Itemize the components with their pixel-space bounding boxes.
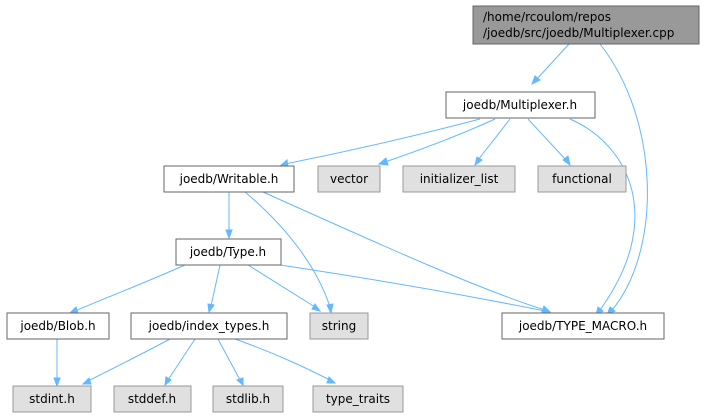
node-multiplexer-h[interactable]: joedb/Multiplexer.h [445, 91, 596, 119]
edge-arrowhead [225, 229, 233, 240]
edge-arrowhead [326, 376, 337, 384]
node-type-h[interactable]: joedb/Type.h [175, 238, 282, 266]
node-stdint-h[interactable]: stdint.h [12, 385, 92, 413]
edge-type-to-type-macro [279, 264, 546, 312]
edge-arrowhead [81, 377, 92, 385]
stdlib-h-label: stdlib.h [226, 392, 270, 406]
edge-type-to-blob [74, 264, 186, 312]
edge-index-types-to-stddef [167, 338, 196, 381]
root-file-label-line2: /joedb/src/joedb/Multiplexer.cpp [483, 26, 674, 40]
functional-label: functional [552, 172, 612, 186]
writable-h-label: joedb/Writable.h [179, 172, 279, 186]
root-file-label-line1: /home/rcoulom/repos [483, 10, 611, 24]
edge-arrowhead [474, 156, 483, 167]
edge-multiplexer-to-initializer-list [477, 118, 511, 161]
multiplexer-h-label: joedb/Multiplexer.h [462, 98, 577, 112]
node-root-file[interactable]: /home/rcoulom/repos /joedb/src/joedb/Mul… [472, 5, 700, 45]
edge-arrowhead [68, 306, 79, 314]
type-macro-h-label: joedb/TYPE_MACRO.h [518, 319, 647, 333]
edge-arrowhead [326, 303, 334, 315]
string-label: string [322, 319, 356, 333]
type-traits-label: type_traits [326, 392, 390, 406]
type-h-label: joedb/Type.h [189, 245, 266, 259]
edge-arrowhead [562, 155, 571, 167]
edge-multiplexer-to-vector [384, 118, 496, 163]
node-stddef-h[interactable]: stddef.h [113, 385, 192, 413]
edge-index-types-to-stdlib [217, 338, 241, 381]
edge-arrowhead [164, 376, 172, 387]
node-index-types-h[interactable]: joedb/index_types.h [130, 312, 288, 340]
node-string[interactable]: string [309, 312, 369, 340]
edge-arrowhead [531, 75, 541, 86]
initializer-list-label: initializer_list [420, 172, 499, 186]
node-type-traits[interactable]: type_traits [312, 385, 404, 413]
blob-h-label: joedb/Blob.h [19, 319, 95, 333]
edge-arrowhead [207, 303, 215, 314]
nodes: /home/rcoulom/repos /joedb/src/joedb/Mul… [6, 5, 700, 413]
edge-root-to-multiplexer [535, 43, 570, 81]
edge-index-types-to-stdint [87, 338, 171, 382]
edge-multiplexer-to-type-macro [569, 118, 636, 311]
edge-index-types-to-type-traits [234, 338, 331, 381]
node-initializer-list[interactable]: initializer_list [402, 165, 516, 193]
node-writable-h[interactable]: joedb/Writable.h [163, 165, 295, 193]
node-functional[interactable]: functional [537, 165, 627, 193]
edge-arrowhead [311, 303, 322, 312]
edge-writable-to-type-macro [262, 191, 546, 311]
edge-arrowhead [53, 377, 61, 388]
edge-root-to-type-macro [599, 43, 648, 311]
edge-type-to-string [247, 264, 316, 308]
node-blob-h[interactable]: joedb/Blob.h [6, 312, 110, 340]
node-vector[interactable]: vector [317, 165, 381, 193]
edge-multiplexer-to-writable [284, 118, 481, 165]
edge-type-to-index-types [210, 264, 221, 307]
edges [53, 43, 648, 388]
node-stdlib-h[interactable]: stdlib.h [212, 385, 284, 413]
edge-arrowhead [377, 157, 389, 166]
edge-arrowhead [235, 377, 244, 387]
index-types-h-label: joedb/index_types.h [148, 319, 270, 333]
vector-label: vector [330, 172, 368, 186]
edge-writable-to-string [244, 191, 331, 308]
node-type-macro-h[interactable]: joedb/TYPE_MACRO.h [501, 312, 665, 340]
stdint-h-label: stdint.h [29, 392, 75, 406]
stddef-h-label: stddef.h [128, 392, 176, 406]
edge-multiplexer-to-functional [527, 118, 567, 161]
